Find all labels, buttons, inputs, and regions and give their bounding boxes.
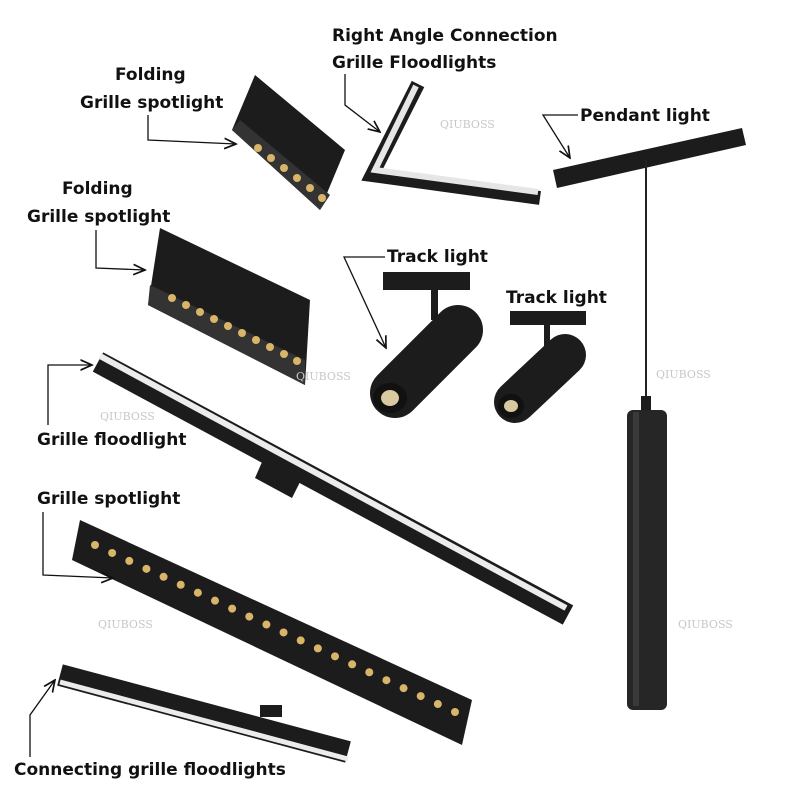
watermark: QIUBOSS	[100, 410, 155, 423]
label-track-light-1: Track light	[342, 247, 488, 348]
led-cell	[399, 684, 408, 693]
led-cell	[451, 708, 459, 716]
led-cell	[176, 580, 185, 589]
svg-text:Grille spotlight: Grille spotlight	[37, 489, 180, 509]
led-cell	[331, 652, 339, 661]
svg-text:Connecting grille floodlights: Connecting grille floodlights	[14, 760, 286, 780]
svg-text:Grille Floodlights: Grille Floodlights	[332, 53, 496, 73]
watermark: QIUBOSS	[98, 618, 153, 631]
led-cell	[296, 636, 305, 645]
svg-text:Grille floodlight: Grille floodlight	[37, 430, 186, 450]
label-pendant: Pendant light	[541, 106, 710, 158]
watermark: QIUBOSS	[296, 370, 351, 383]
svg-text:Pendant light: Pendant light	[580, 106, 710, 126]
label-grille-floodlight: Grille floodlight	[37, 365, 186, 450]
led-cell	[91, 541, 99, 549]
svg-text:Track light: Track light	[506, 288, 607, 308]
led-cell	[211, 596, 219, 605]
led-cell	[125, 556, 134, 565]
led-cell	[382, 676, 391, 685]
led-cell	[262, 620, 271, 629]
led-cell	[279, 628, 288, 637]
label-track-light-2: Track light	[506, 288, 607, 308]
svg-text:Grille spotlight: Grille spotlight	[80, 93, 223, 113]
led-cell	[365, 668, 374, 677]
grille-floodlight	[92, 352, 574, 625]
led-cell	[159, 572, 168, 581]
folding-grille-spotlight-large	[148, 228, 310, 385]
label-right-angle: Right Angle Connection Grille Floodlight…	[332, 26, 558, 132]
watermark: QIUBOSS	[440, 118, 495, 131]
grille-spotlight	[72, 520, 472, 745]
label-folding-spotlight-1: Folding Grille spotlight	[80, 65, 236, 144]
track-light-large	[370, 272, 483, 418]
right-angle-floodlight	[361, 80, 541, 205]
svg-text:Folding: Folding	[62, 179, 133, 199]
label-folding-spotlight-2: Folding Grille spotlight	[27, 179, 170, 270]
led-cell	[193, 588, 202, 597]
track-light-small	[494, 311, 586, 423]
svg-text:Folding: Folding	[115, 65, 186, 85]
watermark: QIUBOSS	[656, 368, 711, 381]
watermark: QIUBOSS	[678, 618, 733, 631]
connecting-grille-floodlight	[57, 664, 351, 763]
led-cell	[245, 612, 254, 621]
folding-grille-spotlight-small	[232, 75, 345, 210]
svg-text:Grille spotlight: Grille spotlight	[27, 207, 170, 227]
watermarks: QIUBOSS QIUBOSS QIUBOSS QIUBOSS QIUBOSS …	[98, 118, 733, 631]
label-grille-spotlight: Grille spotlight	[37, 489, 180, 578]
svg-text:Right Angle Connection: Right Angle Connection	[332, 26, 558, 46]
led-cell	[228, 604, 237, 613]
led-cell	[142, 564, 151, 573]
led-cell	[313, 644, 322, 653]
led-cell	[348, 660, 357, 669]
svg-text:Track light: Track light	[387, 247, 488, 267]
label-connecting-floodlights: Connecting grille floodlights	[14, 680, 286, 780]
led-cell	[433, 700, 442, 709]
pendant-light	[553, 128, 746, 710]
led-cell	[416, 692, 425, 701]
led-cell	[108, 548, 117, 557]
